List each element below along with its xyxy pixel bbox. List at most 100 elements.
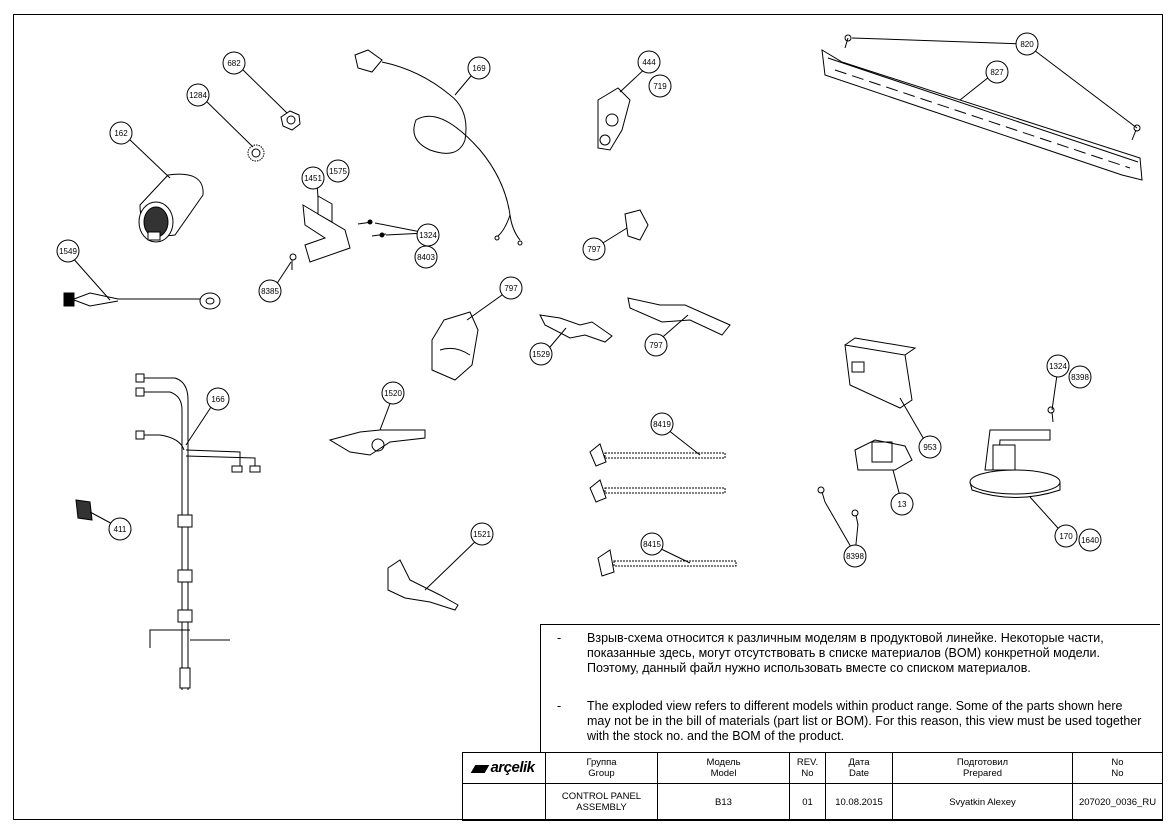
callout-1640: 1640 — [1078, 528, 1102, 552]
svg-text:1284: 1284 — [189, 91, 207, 100]
callout-1521: 1521 — [470, 522, 494, 546]
note-ru-text: Взрыв-схема относится к различным моделя… — [587, 631, 1104, 675]
part-lever-1520 — [328, 429, 426, 456]
note-russian: - Взрыв-схема относится к различным моде… — [557, 631, 1147, 676]
part-bracket-1451 — [289, 195, 387, 270]
part-switch-444 — [597, 87, 631, 151]
callout-797-left: 797 — [499, 276, 523, 300]
callout-827: 827 — [985, 60, 1009, 84]
svg-text:411: 411 — [114, 525, 127, 534]
callout-1529: 1529 — [529, 342, 553, 366]
callout-166: 166 — [206, 387, 230, 411]
notes-panel: - Взрыв-схема относится к различным моде… — [540, 624, 1160, 752]
callout-1520: 1520 — [381, 381, 405, 405]
header-rev: REV.No — [789, 752, 826, 784]
callout-719: 719 — [648, 74, 672, 98]
svg-text:1520: 1520 — [384, 389, 402, 398]
callout-8385: 8385 — [258, 279, 282, 303]
callout-8403: 8403 — [414, 245, 438, 269]
svg-text:797: 797 — [649, 341, 663, 350]
part-screw-8398 — [817, 406, 1055, 526]
svg-text:8398: 8398 — [846, 552, 864, 561]
callout-820: 820 — [1015, 32, 1039, 56]
value-prepared: Svyatkin Alexey — [892, 783, 1073, 821]
svg-text:8398: 8398 — [1071, 373, 1089, 382]
callout-8415: 8415 — [640, 532, 664, 556]
value-rev: 01 — [789, 783, 826, 821]
svg-text:953: 953 — [923, 443, 937, 452]
part-box-953 — [844, 337, 917, 409]
part-rail-827 — [821, 34, 1143, 181]
callout-13: 13 — [890, 492, 914, 516]
part-lever-1521 — [387, 559, 459, 611]
svg-text:8385: 8385 — [261, 287, 279, 296]
part-clip-411 — [75, 499, 93, 521]
svg-text:827: 827 — [990, 68, 1004, 77]
part-wire-1549 — [63, 292, 221, 310]
value-date: 10.08.2015 — [825, 783, 893, 821]
part-pressure-switch-170 — [969, 429, 1061, 498]
svg-text:166: 166 — [211, 395, 225, 404]
callout-797-right: 797 — [644, 333, 668, 357]
part-clip-797-top — [624, 209, 649, 241]
callout-444: 444 — [637, 50, 661, 74]
note-en-text: The exploded view refers to different mo… — [587, 699, 1142, 743]
callout-797-top: 797 — [582, 237, 606, 261]
value-model: B13 — [657, 783, 790, 821]
note-english: - The exploded view refers to different … — [557, 699, 1147, 744]
callout-8419: 8419 — [650, 412, 674, 436]
svg-text:8415: 8415 — [643, 540, 661, 549]
callout-1451: 1451 — [301, 166, 325, 190]
part-cable-tie-8415 — [597, 549, 737, 577]
svg-text:8419: 8419 — [653, 420, 671, 429]
callout-411: 411 — [108, 517, 132, 541]
part-clip-797-left — [431, 311, 479, 381]
arcelik-logo-icon — [471, 764, 490, 773]
svg-text:162: 162 — [114, 129, 128, 138]
svg-text:444: 444 — [642, 58, 656, 67]
svg-text:1575: 1575 — [329, 167, 347, 176]
callout-169: 169 — [467, 56, 491, 80]
callout-8398-right: 8398 — [1068, 365, 1092, 389]
svg-text:170: 170 — [1059, 532, 1073, 541]
svg-text:1324: 1324 — [419, 231, 437, 240]
callouts-layer: 682 1284 162 1549 1451 1575 1324 8403 83… — [56, 32, 1102, 568]
part-bracket-797-right — [627, 297, 731, 336]
part-harness-166 — [135, 373, 261, 690]
svg-text:8403: 8403 — [417, 253, 435, 262]
callout-162: 162 — [109, 121, 133, 145]
part-power-cable-169 — [354, 49, 523, 246]
svg-text:682: 682 — [227, 59, 241, 68]
company-logo: arçelik — [490, 758, 535, 776]
svg-text:797: 797 — [504, 284, 518, 293]
callout-1324-top: 1324 — [416, 223, 440, 247]
parts-layer — [63, 34, 1143, 690]
callout-170: 170 — [1054, 524, 1078, 548]
value-number: 207020_0036_RU — [1072, 783, 1163, 821]
callout-1284: 1284 — [186, 83, 210, 107]
part-bracket-1529 — [539, 314, 613, 343]
svg-text:1324: 1324 — [1049, 362, 1067, 371]
part-capacitor-162 — [138, 173, 204, 243]
callout-1324-right: 1324 — [1046, 354, 1070, 378]
svg-text:1640: 1640 — [1081, 536, 1099, 545]
svg-text:1451: 1451 — [304, 174, 322, 183]
callout-8398-bottom: 8398 — [843, 544, 867, 568]
svg-text:169: 169 — [472, 64, 486, 73]
note-bullet: - — [557, 631, 562, 645]
svg-text:797: 797 — [587, 245, 601, 254]
callout-1549: 1549 — [56, 239, 80, 263]
svg-text:1529: 1529 — [532, 350, 550, 359]
part-cable-tie-8419 — [589, 443, 726, 503]
part-lock-13 — [854, 439, 913, 471]
svg-text:820: 820 — [1020, 40, 1034, 49]
